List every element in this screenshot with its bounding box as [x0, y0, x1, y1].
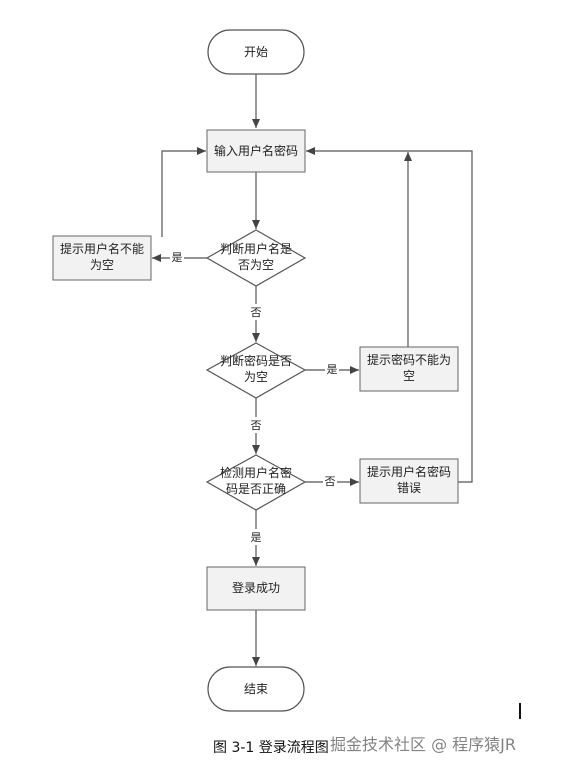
node-check-user — [205, 229, 307, 287]
node-verify-line2: 码是否正确 — [226, 482, 286, 496]
text-cursor — [519, 703, 521, 719]
node-check-pwd-line2: 为空 — [244, 370, 268, 384]
node-verify-line1: 检测用户名密 — [220, 465, 292, 480]
node-end-label: 结束 — [244, 682, 268, 696]
node-tip-pwd-empty-line2: 空 — [403, 369, 415, 383]
node-start — [207, 29, 305, 75]
label-user-no: 否 — [251, 306, 262, 319]
node-tip-pwd-empty-line1: 提示密码不能为 — [367, 352, 451, 367]
node-verify — [205, 454, 307, 511]
node-start-label: 开始 — [244, 45, 268, 59]
node-tip-wrong-line1: 提示用户名密码 — [367, 464, 451, 479]
watermark: 掘金技术社区 @ 程序猿JR — [330, 735, 517, 754]
label-pwd-no: 否 — [251, 419, 262, 432]
node-success-label: 登录成功 — [232, 580, 280, 595]
node-tip-user-empty — [52, 235, 152, 281]
node-check-pwd-line1: 判断密码是否 — [220, 353, 292, 368]
label-user-yes: 是 — [172, 251, 183, 264]
edge-tipuser-input — [161, 147, 206, 237]
node-input — [206, 129, 306, 173]
node-tip-pwd-empty — [359, 346, 459, 392]
node-check-pwd — [205, 342, 307, 399]
node-tip-user-empty-line1: 提示用户名不能 — [60, 241, 144, 256]
node-check-user-line1: 判断用户名是 — [220, 241, 292, 256]
edge-tipwrong-input — [306, 147, 473, 483]
node-input-label: 输入用户名密码 — [214, 143, 298, 158]
node-end — [207, 666, 305, 712]
label-verify-no: 否 — [325, 475, 336, 488]
node-check-user-line2: 否为空 — [238, 258, 274, 272]
label-pwd-yes: 是 — [327, 363, 338, 376]
figure-caption: 图 3-1 登录流程图 — [213, 740, 329, 756]
node-tip-wrong — [359, 458, 459, 504]
label-verify-yes: 是 — [251, 531, 262, 544]
node-success — [206, 566, 306, 611]
node-tip-user-empty-line2: 为空 — [90, 258, 114, 272]
node-tip-wrong-line2: 错误 — [397, 481, 421, 495]
